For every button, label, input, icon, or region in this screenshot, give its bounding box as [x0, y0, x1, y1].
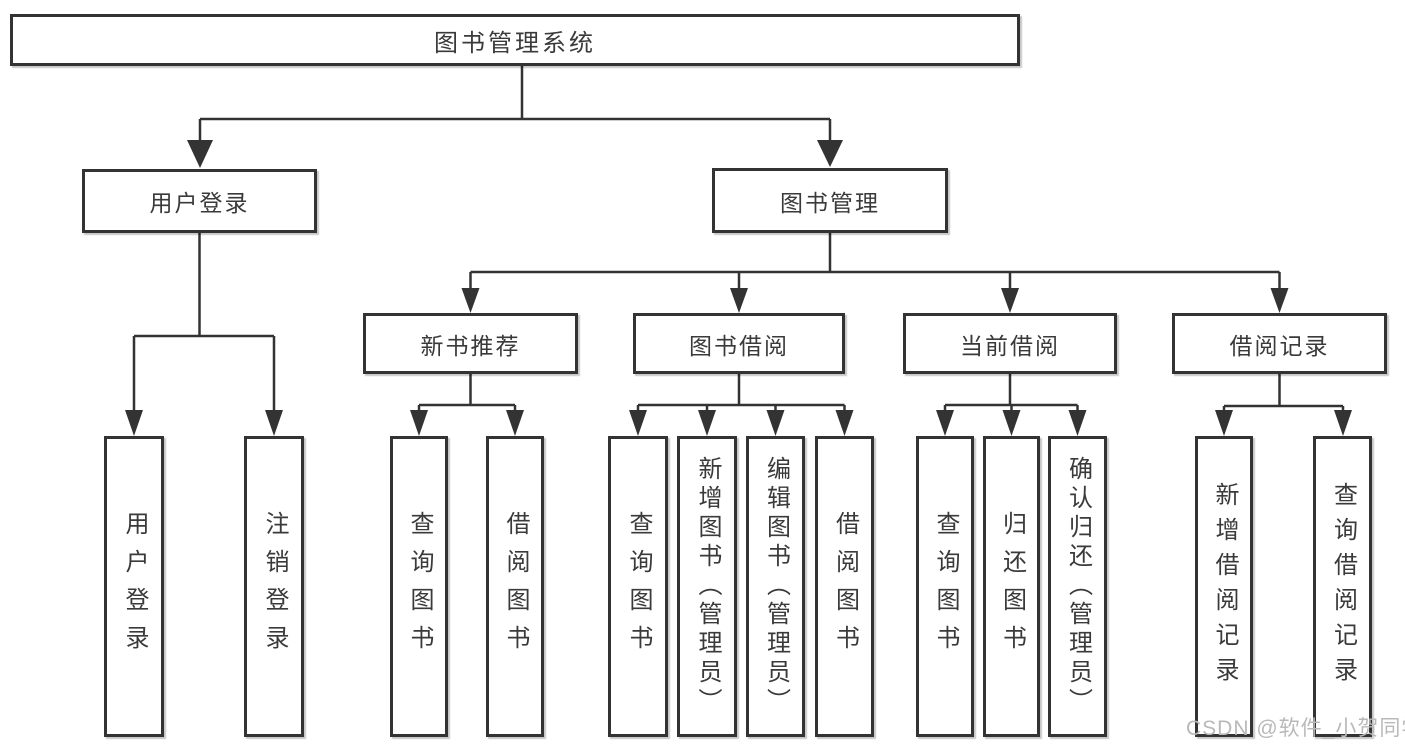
node-user-login: 用户登录 — [82, 169, 317, 233]
leaf-user-login: 用户登录 — [104, 436, 164, 737]
node-new-book-recommend: 新书推荐 — [363, 313, 578, 374]
leaf-logout: 注销登录 — [244, 436, 304, 737]
node-book-management-label: 图书管理 — [780, 189, 880, 216]
leaf-edit-book-admin-label: 编辑图书（管理员） — [762, 456, 790, 717]
node-user-login-label: 用户登录 — [149, 190, 250, 216]
node-root: 图书管理系统 — [10, 14, 1020, 66]
leaf-borrow-books-2: 借阅图书 — [815, 436, 874, 737]
leaf-logout-label: 注销登录 — [261, 510, 288, 663]
leaf-query-borrow-record: 查询借阅记录 — [1313, 436, 1372, 737]
leaf-borrow-books-2-label: 借阅图书 — [831, 510, 859, 663]
leaf-query-books-2: 查询图书 — [608, 436, 668, 737]
leaf-edit-book-admin: 编辑图书（管理员） — [746, 436, 805, 737]
node-current-borrowing-label: 当前借阅 — [960, 332, 1060, 359]
leaf-query-books-1-label: 查询图书 — [406, 510, 433, 663]
leaf-borrow-books-1-label: 借阅图书 — [502, 510, 529, 663]
node-borrow-records-label: 借阅记录 — [1229, 332, 1330, 359]
leaf-confirm-return-admin: 确认归还（管理员） — [1048, 436, 1107, 737]
leaf-add-book-admin: 新增图书（管理员） — [677, 436, 737, 737]
arrowhead-icons — [125, 140, 1352, 436]
node-book-borrowing-label: 图书借阅 — [689, 332, 789, 359]
leaf-borrow-books-1: 借阅图书 — [486, 436, 544, 737]
leaf-query-books-3-label: 查询图书 — [932, 510, 959, 663]
node-borrow-records: 借阅记录 — [1172, 313, 1387, 374]
csdn-watermark: CSDN @软件_小贺同学 — [1186, 717, 1405, 740]
node-new-book-recommend-label: 新书推荐 — [420, 332, 521, 359]
leaf-add-borrow-record-label: 新增借阅记录 — [1211, 481, 1238, 692]
leaf-query-books-3: 查询图书 — [916, 436, 974, 737]
node-book-borrowing: 图书借阅 — [633, 313, 845, 374]
node-current-borrowing: 当前借阅 — [903, 313, 1117, 374]
leaf-user-login-label: 用户登录 — [121, 510, 148, 663]
node-book-management: 图书管理 — [712, 168, 948, 233]
leaf-query-books-1: 查询图书 — [390, 436, 448, 737]
leaf-return-book-label: 归还图书 — [998, 510, 1026, 663]
leaf-query-books-2-label: 查询图书 — [625, 510, 652, 663]
leaf-confirm-return-admin-label: 确认归还（管理员） — [1064, 456, 1092, 717]
leaf-return-book: 归还图书 — [983, 436, 1040, 737]
node-root-label: 图书管理系统 — [434, 29, 596, 57]
leaf-query-borrow-record-label: 查询借阅记录 — [1329, 481, 1357, 692]
leaf-add-borrow-record: 新增借阅记录 — [1195, 436, 1253, 737]
leaf-add-book-admin-label: 新增图书（管理员） — [694, 456, 721, 717]
